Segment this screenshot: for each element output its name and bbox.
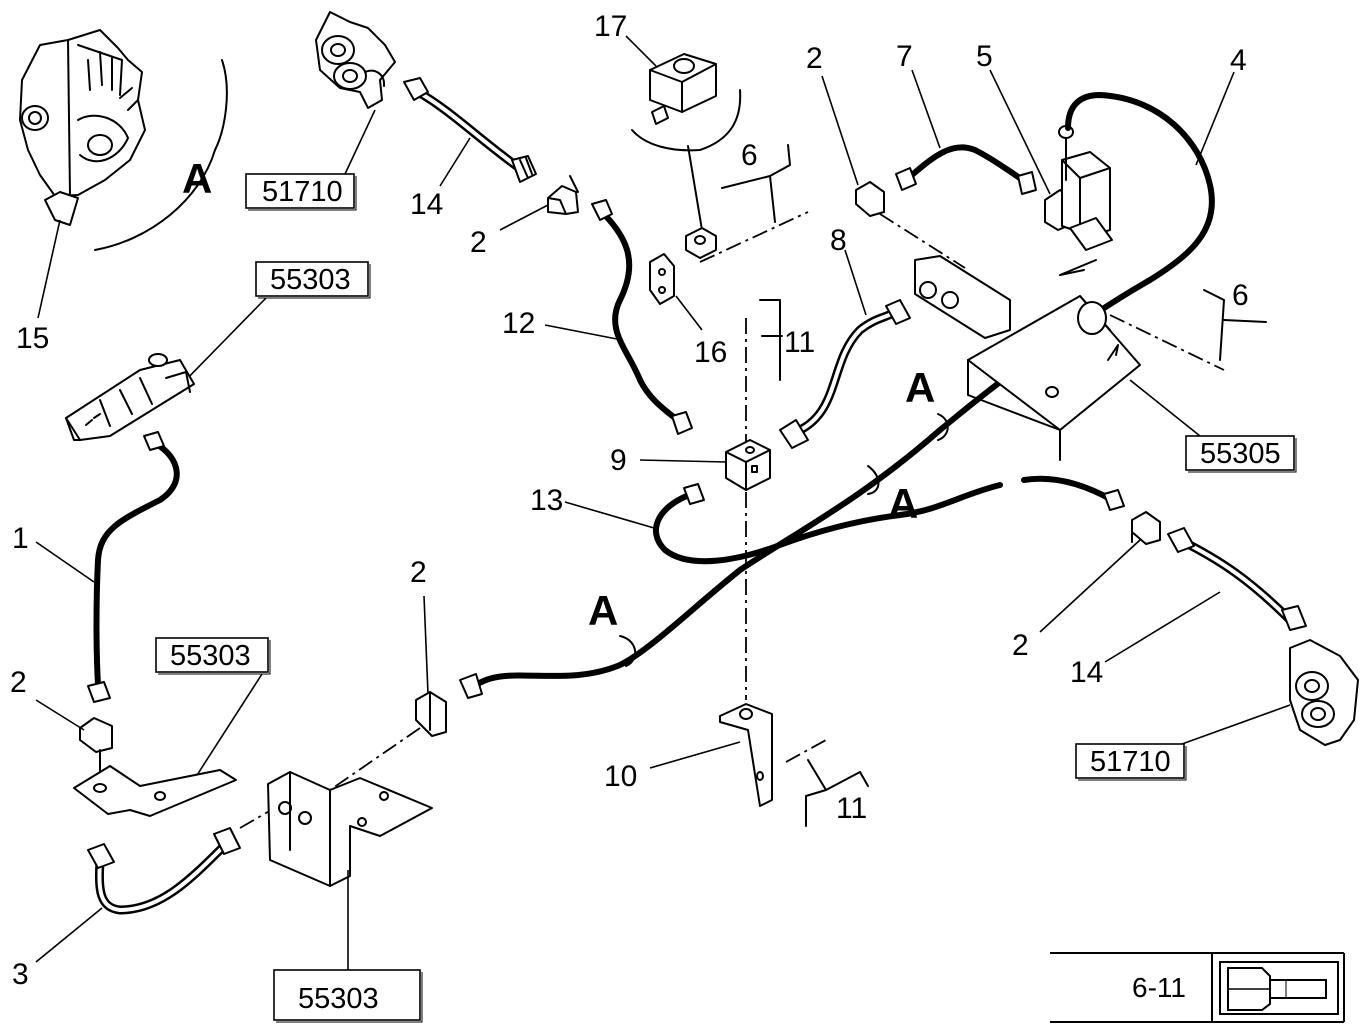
clip-2-left bbox=[79, 717, 113, 753]
callout-9: 9 bbox=[610, 444, 627, 477]
ref-box-55303: 55303 bbox=[298, 983, 379, 1015]
clip-2-bottom-center bbox=[415, 691, 447, 737]
callout-6-top: 6 bbox=[741, 139, 758, 172]
ref-box-51710: 51710 bbox=[262, 176, 343, 208]
brake-line-13 bbox=[652, 475, 1125, 565]
callout-12: 12 bbox=[502, 307, 535, 340]
junction-block-9 bbox=[725, 439, 771, 491]
callout-2-top-left: 2 bbox=[470, 226, 487, 259]
view-letter-a: A bbox=[905, 364, 935, 411]
detail-a-valve bbox=[19, 29, 228, 251]
brake-caliper-right bbox=[1289, 639, 1359, 746]
brake-hose-7 bbox=[895, 144, 1037, 195]
clip-2-top-right bbox=[855, 181, 885, 217]
callout-11-bottom: 11 bbox=[836, 792, 867, 825]
view-letter-a: A bbox=[588, 587, 618, 634]
brake-pipe-3 bbox=[87, 827, 241, 915]
callout-15: 15 bbox=[16, 322, 49, 355]
callout-2-bottom-center: 2 bbox=[410, 556, 427, 589]
mounting-bracket-55305 bbox=[914, 255, 1141, 461]
tee-block-17 bbox=[649, 53, 717, 125]
callout-10: 10 bbox=[604, 760, 637, 793]
callout-2-left: 2 bbox=[10, 666, 27, 699]
bracket-nut-near-17 bbox=[685, 227, 717, 259]
callout-17: 17 bbox=[594, 10, 627, 43]
callout-6-right: 6 bbox=[1232, 279, 1249, 312]
callout-1: 1 bbox=[12, 522, 29, 555]
bracket-10 bbox=[719, 703, 773, 807]
clip-2-top-left bbox=[547, 175, 579, 215]
brake-hose-14-right bbox=[1167, 527, 1307, 631]
view-letter-a: A bbox=[182, 155, 212, 202]
master-cylinder bbox=[65, 353, 195, 441]
callout-8: 8 bbox=[830, 224, 847, 257]
ref-box-55305: 55305 bbox=[1200, 438, 1281, 470]
callout-13: 13 bbox=[530, 484, 563, 517]
view-letter-a: A bbox=[888, 480, 918, 527]
callout-14-top: 14 bbox=[410, 188, 443, 221]
page-ref-label: 6-11 bbox=[1132, 972, 1186, 1003]
callout-2-right: 2 bbox=[1012, 629, 1029, 662]
page-reference-box: 6-11 bbox=[1050, 952, 1345, 1023]
callout-14-right: 14 bbox=[1070, 656, 1103, 689]
valve-5 bbox=[1044, 125, 1113, 251]
ref-box-55303: 55303 bbox=[170, 640, 251, 672]
callout-11-top: 11 bbox=[784, 326, 815, 359]
mounting-bracket-55303 bbox=[267, 771, 433, 887]
brake-caliper-top bbox=[315, 11, 396, 109]
brake-line-1 bbox=[87, 431, 180, 703]
ref-box-51710: 51710 bbox=[1090, 746, 1171, 778]
brake-hose-8 bbox=[779, 299, 911, 449]
clip-2-right bbox=[1131, 511, 1161, 545]
ref-box-55303: 55303 bbox=[270, 264, 351, 296]
bracket-plate-left bbox=[73, 765, 237, 817]
callout-3: 3 bbox=[12, 958, 29, 991]
callout-2-top-right: 2 bbox=[806, 42, 823, 75]
brake-hose-14-top bbox=[403, 77, 537, 183]
callout-7: 7 bbox=[896, 40, 913, 73]
brake-line-4 bbox=[459, 92, 1215, 699]
callout-4: 4 bbox=[1230, 44, 1247, 77]
brake-hose-12 bbox=[591, 199, 693, 435]
callout-16: 16 bbox=[694, 336, 727, 369]
callout-5: 5 bbox=[976, 40, 993, 73]
bracket-16 bbox=[649, 253, 675, 305]
bolt-icon bbox=[1219, 961, 1339, 1015]
